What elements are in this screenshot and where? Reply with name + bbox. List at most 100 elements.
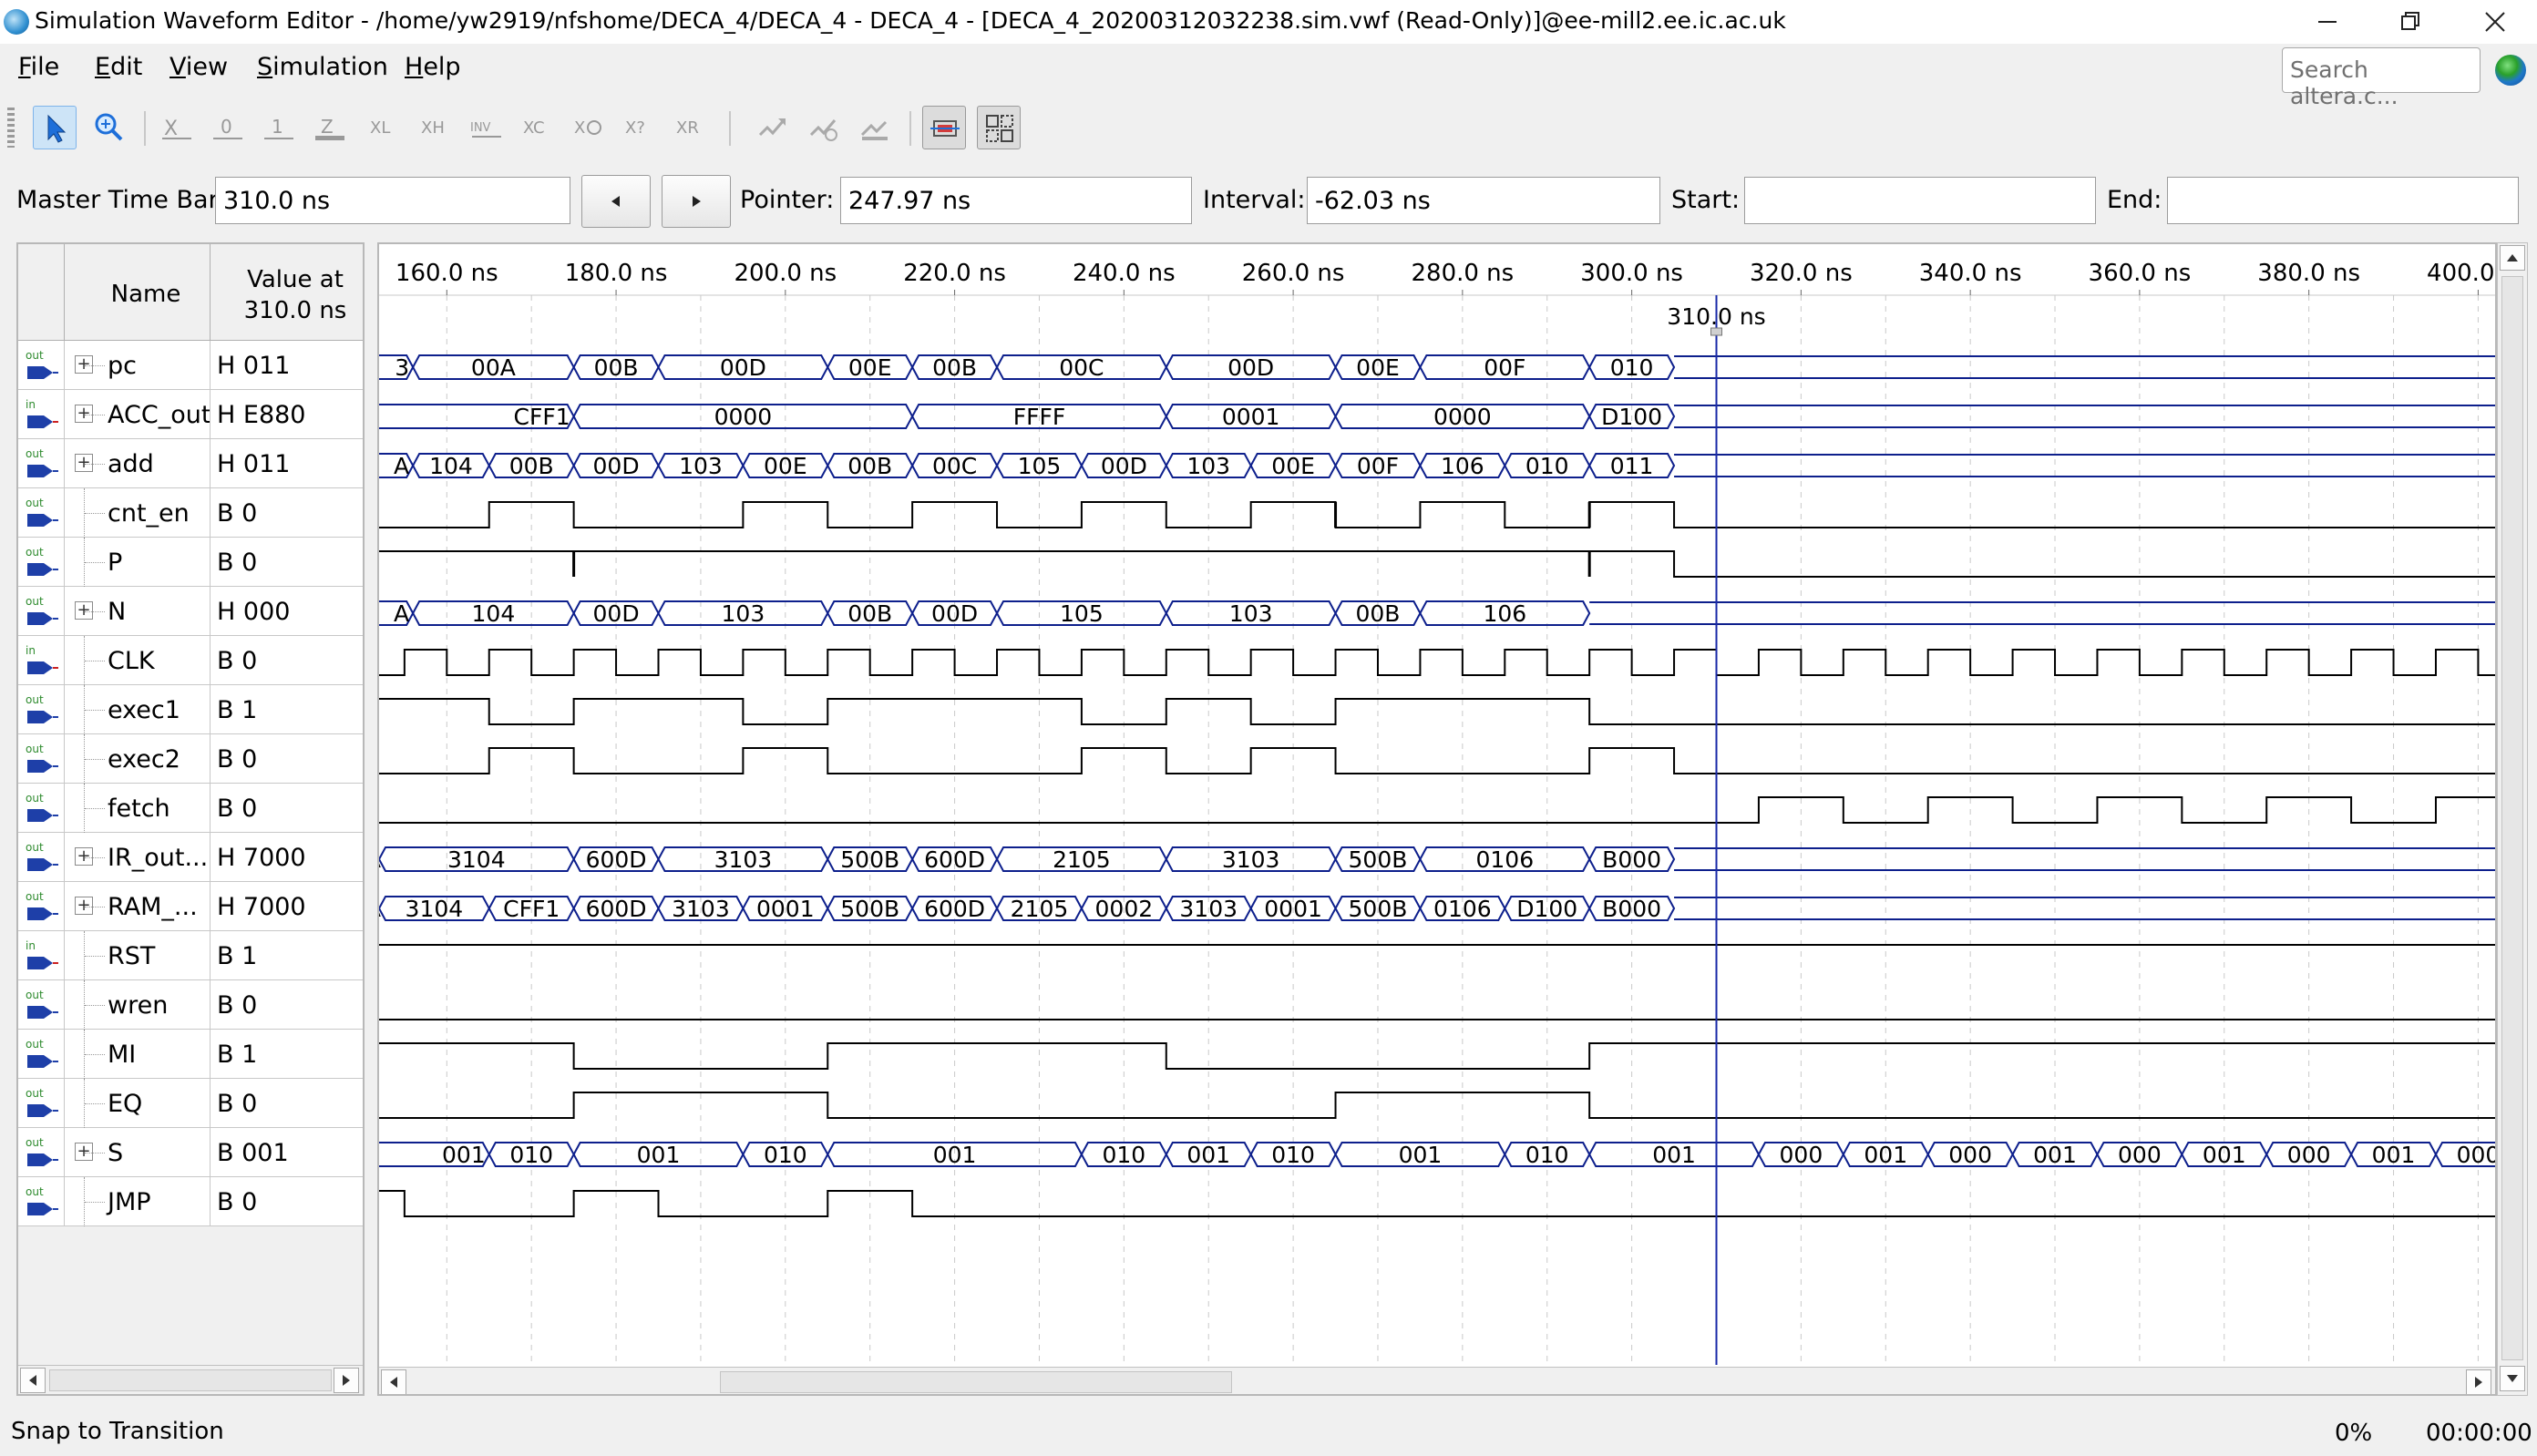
- close-button[interactable]: [2453, 0, 2537, 44]
- menu-simulation[interactable]: Simulation: [257, 53, 388, 81]
- search-input[interactable]: Search altera.c...: [2282, 47, 2481, 109]
- vertical-scrollbar[interactable]: [2497, 242, 2528, 1396]
- row-divider: [210, 1030, 211, 1079]
- bus-value-label: 00D: [720, 354, 766, 381]
- selection-tool-button[interactable]: [33, 106, 77, 149]
- interval-field[interactable]: -62.03 ns: [1307, 177, 1660, 224]
- toolbar-grip[interactable]: [7, 108, 15, 148]
- start-field[interactable]: [1744, 177, 2096, 224]
- vertical-scroll-thumb[interactable]: [2501, 276, 2523, 1360]
- overwrite-clock-button[interactable]: X: [567, 106, 611, 149]
- end-field[interactable]: [2167, 177, 2519, 224]
- svg-text:out: out: [26, 1136, 44, 1149]
- wave-scroll-thumb[interactable]: [720, 1371, 1232, 1393]
- menu-help[interactable]: Help: [405, 53, 461, 81]
- random-value-button[interactable]: XR: [669, 106, 713, 149]
- signal-list-horizontal-scrollbar[interactable]: [18, 1365, 363, 1394]
- wave-scroll-left-button[interactable]: [381, 1369, 406, 1394]
- value-header-line2: 310.0 ns: [243, 297, 347, 324]
- expand-bus-icon[interactable]: +: [75, 847, 93, 866]
- signal-name: wren: [108, 991, 169, 1020]
- bus-value-label: 600D: [586, 896, 647, 922]
- signal-row[interactable]: out+RAM_...H 7000: [18, 882, 363, 931]
- minimize-button[interactable]: [2285, 0, 2369, 44]
- forcing-unknown-button[interactable]: X: [155, 106, 199, 149]
- master-time-bar-field[interactable]: 310.0 ns: [215, 177, 570, 224]
- expand-bus-icon[interactable]: +: [75, 355, 93, 374]
- bus-value-label: 600D: [586, 846, 647, 873]
- scroll-thumb[interactable]: [49, 1369, 332, 1391]
- invert-button[interactable]: INV: [465, 106, 508, 149]
- name-column-header[interactable]: Name: [110, 281, 181, 308]
- expand-bus-icon[interactable]: +: [75, 601, 93, 620]
- arbitrary-value-button[interactable]: X?: [618, 106, 662, 149]
- time-bar-row: Master Time Bar: 310.0 ns Pointer: 247.9…: [0, 164, 2537, 237]
- expand-bus-icon[interactable]: +: [75, 454, 93, 472]
- tree-line: [85, 1103, 105, 1104]
- weak-high-button[interactable]: XH: [414, 106, 457, 149]
- row-divider: [210, 685, 211, 734]
- bus-value-label: D100: [1516, 896, 1577, 922]
- bus-value-label: 106: [1483, 600, 1526, 627]
- forcing-low-button[interactable]: 0: [206, 106, 250, 149]
- menu-view[interactable]: View: [169, 53, 229, 81]
- expand-bus-icon[interactable]: +: [75, 405, 93, 423]
- menu-file[interactable]: File: [18, 53, 60, 81]
- waveform-compare-button[interactable]: [922, 106, 966, 149]
- scroll-down-button[interactable]: [2500, 1366, 2525, 1391]
- wave-scroll-right-button[interactable]: [2466, 1369, 2491, 1394]
- expand-bus-icon[interactable]: +: [75, 897, 93, 915]
- scroll-up-button[interactable]: [2500, 245, 2525, 271]
- time-tick-label: 180.0 ns: [565, 260, 668, 287]
- row-divider: [64, 587, 65, 636]
- bus-value-label: CFF1: [513, 404, 570, 430]
- zoom-tool-button[interactable]: [87, 106, 131, 149]
- next-transition-button[interactable]: [662, 175, 731, 228]
- weak-high-icon: XH: [421, 118, 445, 138]
- restore-button[interactable]: [2369, 0, 2453, 44]
- waveform-horizontal-scrollbar[interactable]: [379, 1367, 2495, 1394]
- count-value-button[interactable]: XC: [516, 106, 560, 149]
- high-impedance-button[interactable]: Z: [308, 106, 352, 149]
- signal-row[interactable]: out+IR_out...H 7000: [18, 833, 363, 882]
- value-column-header[interactable]: Value at 310.0 ns: [228, 264, 363, 326]
- time-tick-label: 160.0 ns: [395, 260, 498, 287]
- previous-transition-button[interactable]: [581, 175, 651, 228]
- bus-segment: [379, 404, 575, 429]
- expand-bus-icon[interactable]: +: [75, 1143, 93, 1161]
- run-functional-simulation-button[interactable]: [751, 106, 795, 149]
- bus-value-label: 00E: [1356, 354, 1400, 381]
- scroll-right-button[interactable]: [334, 1368, 359, 1393]
- run-timing-simulation-button[interactable]: [802, 106, 846, 149]
- menu-edit[interactable]: Edit: [95, 53, 143, 81]
- pointer-field[interactable]: 247.97 ns: [840, 177, 1192, 224]
- time-ruler: [379, 244, 2495, 295]
- output-pin-icon: out: [26, 595, 58, 625]
- forcing-high-button[interactable]: 1: [257, 106, 301, 149]
- globe-icon[interactable]: [2495, 55, 2526, 86]
- bus-value-label: 010: [764, 1142, 807, 1168]
- weak-low-button[interactable]: XL: [363, 106, 406, 149]
- generate-netlist-button[interactable]: [853, 106, 897, 149]
- bus-value-label: 103: [722, 600, 765, 627]
- scroll-left-button[interactable]: [20, 1368, 46, 1393]
- grid-snap-button[interactable]: [977, 106, 1021, 149]
